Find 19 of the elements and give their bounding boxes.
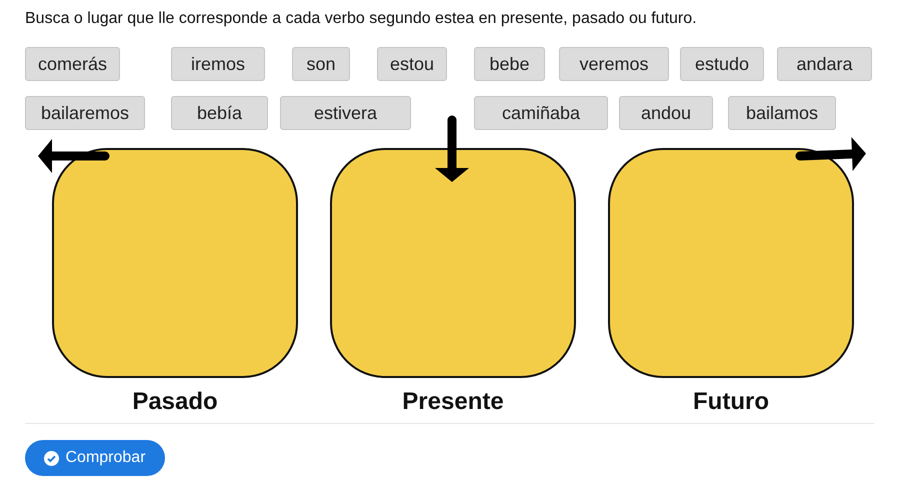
word-chip: estudo bbox=[680, 47, 764, 81]
word-chip: andara bbox=[777, 47, 872, 81]
instruction-text: Busca o lugar que lle corresponde a cada verbo segundo estea en presente, pasado ou futuro. bbox=[25, 10, 697, 28]
word-chip: son bbox=[292, 47, 350, 81]
word-chip: bebía bbox=[171, 96, 268, 130]
check-button: Comprobar bbox=[25, 440, 165, 476]
word-chip: andou bbox=[619, 96, 713, 130]
word-chip: comerás bbox=[25, 47, 120, 81]
zone-heading: Presente bbox=[401, 388, 505, 416]
word-chip: bebe bbox=[474, 47, 545, 81]
word-chip: estou bbox=[377, 47, 447, 81]
word-chip: iremos bbox=[171, 47, 265, 81]
zone-heading: Futuro bbox=[692, 388, 770, 416]
word-chip: estivera bbox=[280, 96, 411, 130]
word-chip: veremos bbox=[559, 47, 669, 81]
word-chip: camiñaba bbox=[474, 96, 608, 130]
zone-heading: Pasado bbox=[131, 388, 219, 416]
word-chip: bailaremos bbox=[25, 96, 145, 130]
word-chip: bailamos bbox=[728, 96, 836, 130]
